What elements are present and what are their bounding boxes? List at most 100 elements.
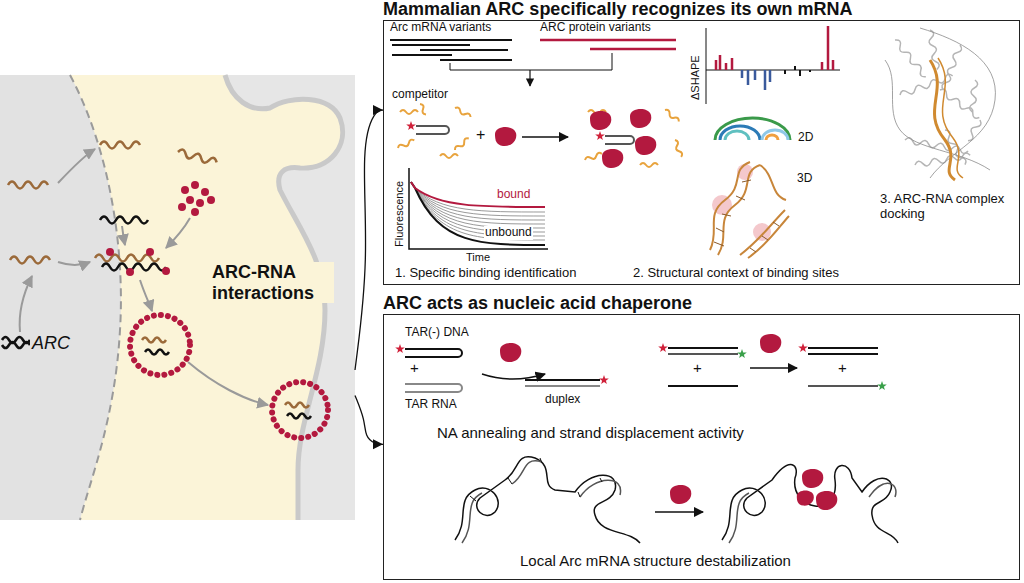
- label: bound: [496, 188, 531, 202]
- arc-diagram: [715, 118, 790, 140]
- destabilized-mrna: [722, 465, 898, 543]
- competitor-rna: [640, 163, 658, 167]
- shape-bars-down: [742, 70, 770, 90]
- label: 3. ARC-RNA complex docking: [880, 192, 1015, 222]
- competitor-rna: [664, 108, 680, 123]
- mrna-variants: [440, 59, 512, 61]
- other-rna: [100, 217, 148, 224]
- arc-protein: [495, 127, 516, 146]
- arc-protein-dots: [106, 248, 114, 256]
- arc-protein: [590, 109, 656, 168]
- reaction-arrow: [522, 136, 568, 138]
- arc-mrna: [100, 142, 140, 149]
- fluorophore-star: [595, 131, 605, 140]
- reaction-arrow: [482, 374, 545, 379]
- shape-bars-up: [716, 26, 833, 70]
- docked-rna: [930, 58, 963, 180]
- rna-3d-structure: [748, 216, 789, 258]
- mrna-variants: [390, 39, 512, 41]
- capsid-vesicle: [130, 315, 328, 438]
- binding-curves: [411, 182, 545, 240]
- arc-protein: [802, 469, 823, 488]
- folded-mrna: [470, 458, 602, 501]
- capsid-vesicle: [272, 382, 328, 438]
- label: unbound: [484, 226, 533, 240]
- label: Fluorescence: [393, 181, 406, 247]
- destabilized-mrna: [722, 465, 898, 543]
- trafficking-arrow: [20, 276, 32, 332]
- arc-protein-dots: [106, 181, 215, 276]
- duplex-strands: [525, 379, 600, 381]
- arc-protein-dots: [191, 208, 199, 216]
- rna-3d-structure: [760, 165, 786, 200]
- folded-mrna: [455, 457, 640, 543]
- bound-curve: [411, 182, 545, 207]
- label: 1. Specific binding identification: [395, 266, 576, 281]
- fluorophore-star: [658, 343, 668, 352]
- mrna-variants: [420, 49, 508, 51]
- protein-variants: [540, 40, 676, 49]
- binding-curves: [411, 182, 545, 240]
- connector-arrow: [355, 110, 383, 370]
- label: +: [693, 359, 702, 376]
- arc-rna-complex-model: [920, 28, 995, 178]
- quencher-star: [877, 381, 887, 390]
- label: 3D: [797, 172, 812, 186]
- arc-rna-complex-model: [965, 119, 982, 143]
- label: NA annealing and strand displacement act…: [437, 424, 744, 441]
- trafficking-arrow: [188, 362, 268, 405]
- duplex-strands: [808, 353, 878, 355]
- arc-mrna: [8, 182, 48, 189]
- binding-site-highlight: [753, 223, 771, 241]
- reaction-arrow: [750, 367, 797, 369]
- cell-region: ARC-RNA interactionsARC: [0, 75, 355, 520]
- tar-dna-hairpin: [405, 349, 462, 357]
- connector-arrow: [355, 395, 383, 444]
- arc-protein-dots: [201, 188, 209, 196]
- quencher-star: [737, 349, 747, 358]
- reaction-arrow: [655, 511, 703, 513]
- labelled-rna-hairpin: [416, 126, 449, 134]
- panel-border: [383, 20, 1020, 285]
- competitor-rna: [397, 139, 415, 150]
- arc-diagram: [715, 118, 790, 140]
- docked-rna: [930, 60, 955, 180]
- trafficking-arrow: [166, 218, 190, 248]
- arc-rna-complex-model: [893, 38, 928, 79]
- rna-3d-structure: [740, 210, 785, 255]
- arc-protein: [635, 136, 656, 155]
- arc-mrna: [142, 338, 166, 343]
- shape-bars-up: [716, 26, 833, 70]
- nuclear-envelope: [70, 75, 121, 520]
- folded-mrna: [455, 457, 640, 543]
- destabilized-mrna: [729, 483, 896, 543]
- other-rna: [102, 264, 166, 271]
- arc-gene-dna: [2, 342, 30, 348]
- arc-protein-dots: [181, 186, 189, 194]
- label: ΔSHAPE: [689, 55, 702, 100]
- gene-label: ARC: [30, 333, 72, 354]
- mrna-variants: [390, 40, 512, 60]
- competitor-rna: [418, 103, 427, 115]
- cell-illustration: [0, 75, 355, 520]
- competitor-rna: [397, 103, 683, 167]
- shape-bars: [785, 66, 810, 76]
- arc-protein-dots: [178, 203, 186, 211]
- trafficking-arrow: [58, 149, 95, 183]
- protein-variants: [540, 39, 676, 42]
- arc-rna-complex-model: [969, 80, 978, 112]
- label: Arc mRNA variants: [390, 21, 491, 35]
- arc-protein: [816, 491, 837, 510]
- competitor-rna: [440, 154, 458, 158]
- arc-diagram: [720, 126, 760, 140]
- single-strand: [808, 385, 878, 387]
- graph-axes: [409, 168, 548, 249]
- fluorophore-star: [798, 343, 808, 352]
- arc-diagram: [725, 131, 749, 140]
- unbound-curve: [411, 182, 545, 245]
- fluorophore-star: [599, 375, 609, 384]
- docked-rna: [938, 58, 963, 178]
- competitor-rna: [454, 106, 472, 118]
